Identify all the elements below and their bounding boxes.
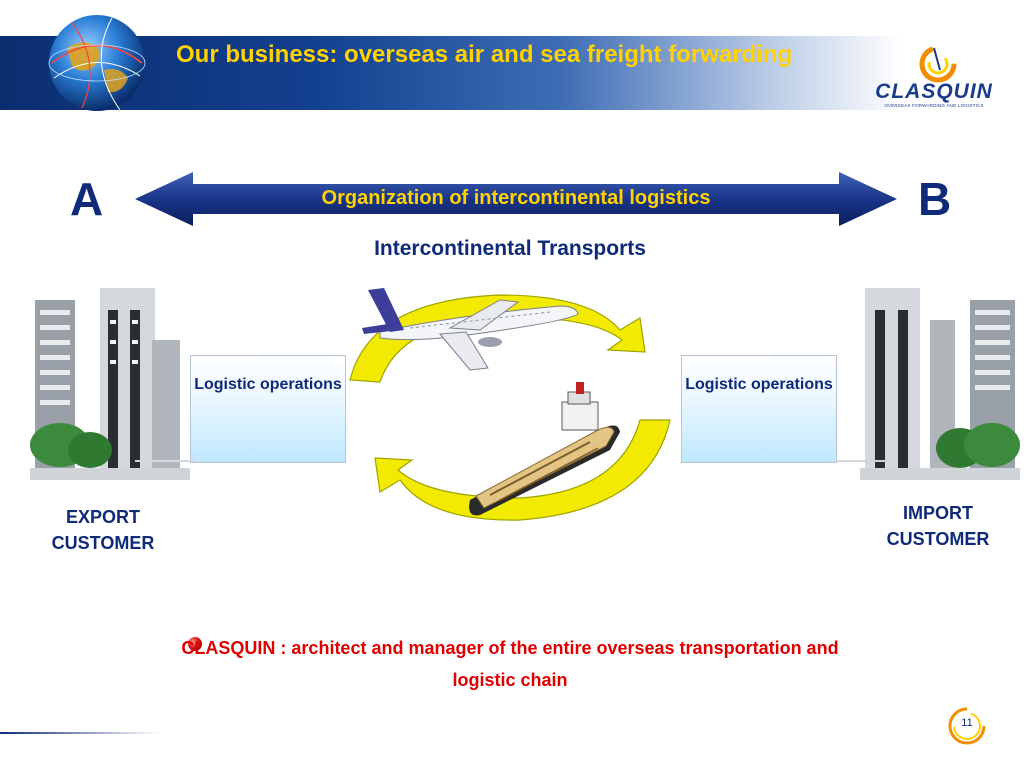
office-buildings-icon	[860, 288, 1020, 480]
airplane-icon	[362, 288, 579, 371]
point-a-label: A	[70, 173, 104, 225]
clasquin-statement: CLASQUIN : architect and manager of the …	[181, 638, 839, 690]
page-ring-icon	[948, 707, 986, 745]
export-customer-label: EXPORT CUSTOMER	[51, 507, 155, 553]
globe-icon	[48, 15, 146, 111]
logistic-operations-left: Logistic operations	[190, 355, 346, 463]
transport-cycle	[349, 288, 671, 521]
slide-title: Our business: overseas air and sea freig…	[176, 41, 793, 68]
transports-title: Intercontinental Transports	[374, 237, 646, 260]
bullet-icon	[188, 637, 202, 651]
connector-line-right	[836, 460, 896, 462]
logo-tagline: OVERSEAS FORWARDING AND LOGISTICS	[884, 103, 984, 108]
double-arrow	[135, 172, 897, 226]
point-b-label: B	[918, 173, 952, 225]
clasquin-logo	[919, 45, 957, 83]
logistic-operations-right: Logistic operations	[681, 355, 837, 463]
ship-icon	[469, 382, 620, 516]
arrow-label: Organization of intercontinental logisti…	[321, 187, 711, 209]
connector-line-left	[135, 460, 195, 462]
office-buildings-icon	[30, 288, 190, 480]
footer-line	[0, 732, 160, 734]
import-customer-label: IMPORT CUSTOMER	[886, 503, 990, 549]
page-number: 11	[961, 717, 973, 729]
cycle-arrow-bottom	[374, 419, 671, 521]
logo-wordmark: CLASQUIN	[875, 80, 993, 103]
header-band	[0, 36, 1024, 110]
